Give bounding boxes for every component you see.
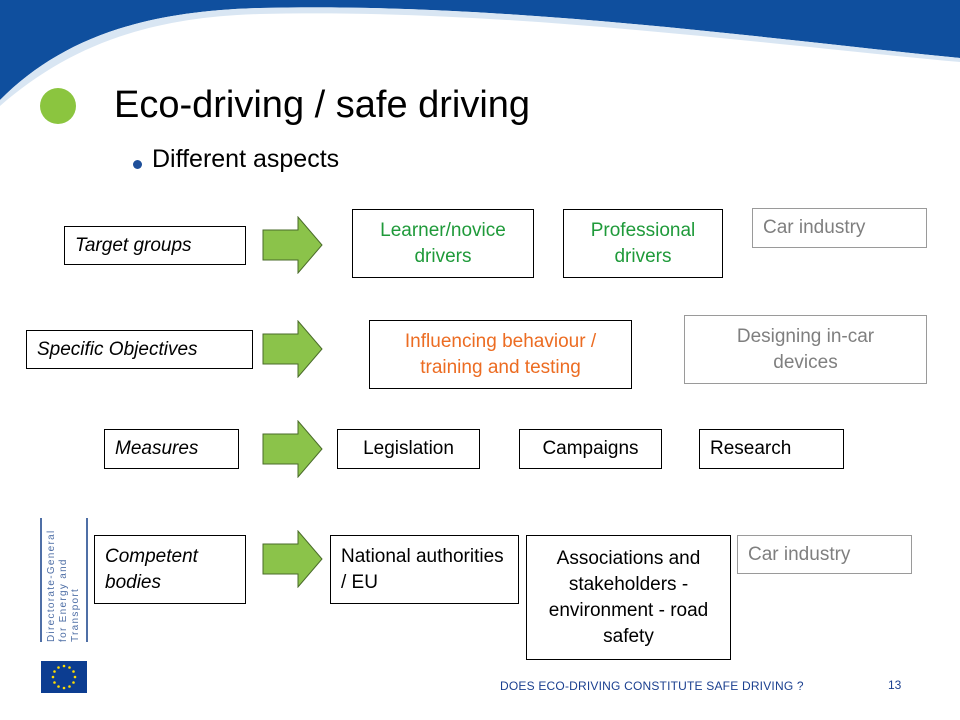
item-legislation: Legislation <box>337 429 480 469</box>
footer-text: DOES ECO-DRIVING CONSTITUTE SAFE DRIVING… <box>500 679 804 693</box>
page-number: 13 <box>888 678 902 692</box>
header-wave <box>0 0 960 107</box>
dg-logo-text: Directorate-General for Energy and Trans… <box>46 529 81 642</box>
dg-logo-line <box>86 518 88 642</box>
label-target-groups: Target groups <box>64 226 246 265</box>
eu-flag-icon <box>41 661 87 693</box>
arrow-right-icon <box>262 530 323 588</box>
item-influencing-behaviour: Influencing behaviour / training and tes… <box>369 320 632 389</box>
item-designing-in-car-devices: Designing in-car devices <box>684 315 927 384</box>
page-subtitle: Different aspects <box>152 145 340 173</box>
label-measures: Measures <box>104 429 239 469</box>
arrow-right-icon <box>262 320 323 378</box>
item-learner-drivers: Learner/novice drivers <box>352 209 534 278</box>
dg-logo: Directorate-General for Energy and Trans… <box>40 518 90 642</box>
arrow-right-icon <box>262 420 323 478</box>
page-title: Eco-driving / safe driving <box>114 84 531 126</box>
subtitle-bullet <box>133 160 142 169</box>
item-professional-drivers: Professional drivers <box>563 209 723 278</box>
dg-logo-line <box>40 518 42 642</box>
item-campaigns: Campaigns <box>519 429 662 469</box>
item-research: Research <box>699 429 844 469</box>
label-competent-bodies: Competent bodies <box>94 535 246 604</box>
title-bullet <box>40 88 76 124</box>
label-specific-objectives: Specific Objectives <box>26 330 253 369</box>
item-car-industry: Car industry <box>752 208 927 248</box>
item-national-authorities: National authorities / EU <box>330 535 519 604</box>
arrow-right-icon <box>262 216 323 274</box>
item-car-industry-bodies: Car industry <box>737 535 912 574</box>
item-associations-stakeholders: Associations and stakeholders - environm… <box>526 535 731 660</box>
